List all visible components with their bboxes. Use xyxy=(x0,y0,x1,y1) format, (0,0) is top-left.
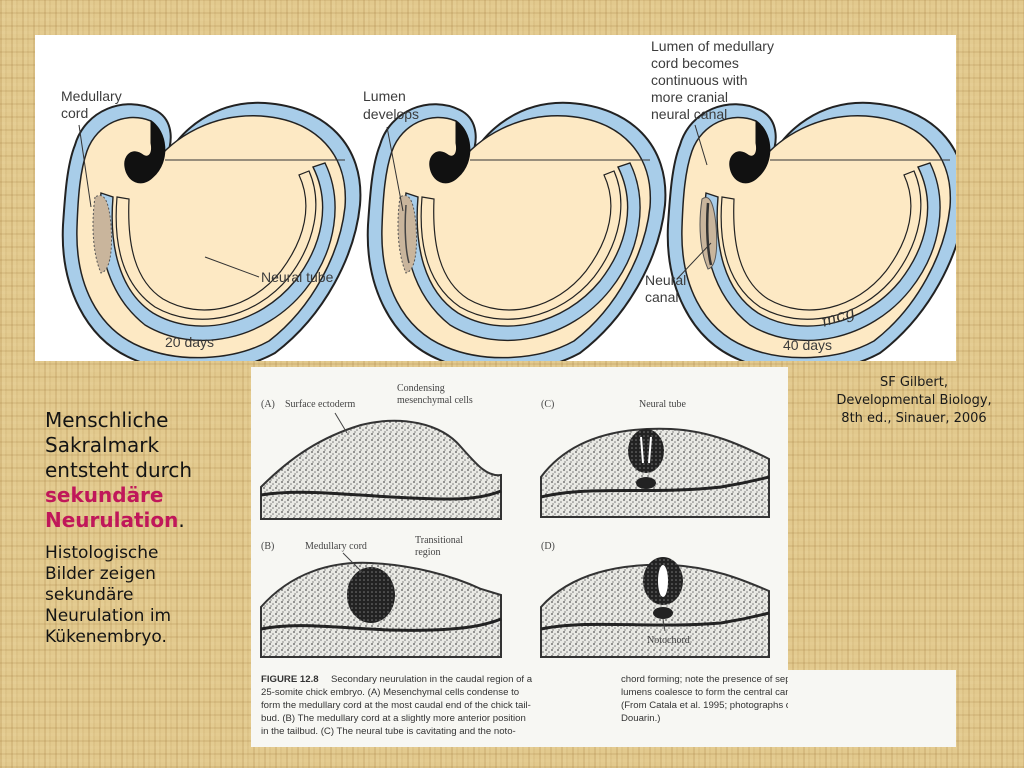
svg-text:(B): (B) xyxy=(261,541,274,552)
svg-text:more cranial: more cranial xyxy=(651,89,728,105)
label-medullary-2: cord xyxy=(61,105,88,121)
svg-text:cord becomes: cord becomes xyxy=(651,55,739,71)
svg-text:region: region xyxy=(415,547,441,558)
side-heading: Menschliche Sakralmark entsteht durch se… xyxy=(45,408,193,532)
svg-text:Medullary cord: Medullary cord xyxy=(305,541,367,552)
embryo-stage-3 xyxy=(666,101,956,361)
svg-text:form the medullary cord at the: form the medullary cord at the most caud… xyxy=(261,700,531,711)
svg-text:cord: cord xyxy=(61,105,88,121)
embryo-stage-2 xyxy=(366,101,667,361)
medullary-cord xyxy=(92,195,112,274)
label-neural-tube: Neural tube xyxy=(261,269,334,285)
svg-text:Condensing: Condensing xyxy=(397,383,445,394)
svg-text:canal: canal xyxy=(645,289,678,305)
svg-text:(From Catala et al. 1995; phot: (From Catala et al. 1995; photographs co… xyxy=(621,700,788,711)
svg-text:bud. (B) The medullary cord at: bud. (B) The medullary cord at a slightl… xyxy=(261,713,526,724)
svg-text:in the tailbud. (C) The neural: in the tailbud. (C) The neural tube is c… xyxy=(261,726,516,737)
svg-text:Secondary neurulation in the c: Secondary neurulation in the caudal regi… xyxy=(331,674,533,685)
developing-lumen xyxy=(404,204,410,264)
embryo-diagram-panel: Medullary cord Lumen develops Lumen of m… xyxy=(35,35,956,361)
svg-text:(A): (A) xyxy=(261,399,275,410)
svg-text:FIGURE 12.8: FIGURE 12.8 xyxy=(261,674,319,685)
svg-text:Surface ectoderm: Surface ectoderm xyxy=(285,399,355,410)
label-medullary-1: Medullary xyxy=(61,88,122,104)
histology-d: (D) Notochord xyxy=(540,541,770,658)
caption-overflow-area xyxy=(788,670,956,747)
svg-text:Lumen: Lumen xyxy=(363,88,406,104)
histology-a: (A) Surface ectoderm Condensing mesenchy… xyxy=(260,383,502,520)
svg-text:Douarin.): Douarin.) xyxy=(621,713,660,724)
histology-c: (C) Neural tube xyxy=(540,399,770,518)
svg-text:Notochord: Notochord xyxy=(647,635,690,646)
figure-caption: FIGURE 12.8 Secondary neurulation in the… xyxy=(261,674,788,737)
svg-text:Neural: Neural xyxy=(645,272,686,288)
svg-text:continuous with: continuous with xyxy=(651,72,748,88)
svg-text:mesenchymal cells: mesenchymal cells xyxy=(397,395,473,406)
embryo-diagram: Medullary cord Lumen develops Lumen of m… xyxy=(61,38,956,361)
svg-text:neural canal: neural canal xyxy=(651,106,727,122)
svg-text:lumens coalesce to form the ce: lumens coalesce to form the central cana… xyxy=(621,687,788,698)
svg-text:Neural tube: Neural tube xyxy=(261,269,334,285)
svg-text:chord forming; note the presen: chord forming; note the presence of sepa… xyxy=(621,674,788,685)
label-lumen-1: Lumen xyxy=(363,88,406,104)
embryo-stage-1 xyxy=(61,101,362,361)
svg-text:Neural tube: Neural tube xyxy=(639,399,686,410)
svg-text:Transitional: Transitional xyxy=(415,535,463,546)
histology-panel: (A) Surface ectoderm Condensing mesenchy… xyxy=(251,367,788,747)
side-subtext: Histologische Bilder zeigen sekundäre Ne… xyxy=(45,543,172,647)
svg-text:Medullary: Medullary xyxy=(61,88,122,104)
histology-b: (B) Medullary cord Transitional region xyxy=(260,535,502,658)
label-lumen-2: develops xyxy=(363,106,419,122)
histology-figure: (A) Surface ectoderm Condensing mesenchy… xyxy=(260,383,788,737)
neural-canal xyxy=(705,202,713,266)
svg-text:Lumen of medullary: Lumen of medullary xyxy=(651,38,774,54)
svg-text:25-somite chick embryo. (A) Me: 25-somite chick embryo. (A) Mesenchymal … xyxy=(261,687,519,698)
svg-text:(D): (D) xyxy=(541,541,555,552)
svg-text:(C): (C) xyxy=(541,399,554,410)
side-text: Menschliche Sakralmark entsteht durch se… xyxy=(45,408,245,648)
label-20-days: 20 days xyxy=(165,334,214,350)
credit: SF Gilbert, Developmental Biology, 8th e… xyxy=(836,375,992,426)
label-40-days: 40 days xyxy=(783,337,832,353)
svg-text:develops: develops xyxy=(363,106,419,122)
